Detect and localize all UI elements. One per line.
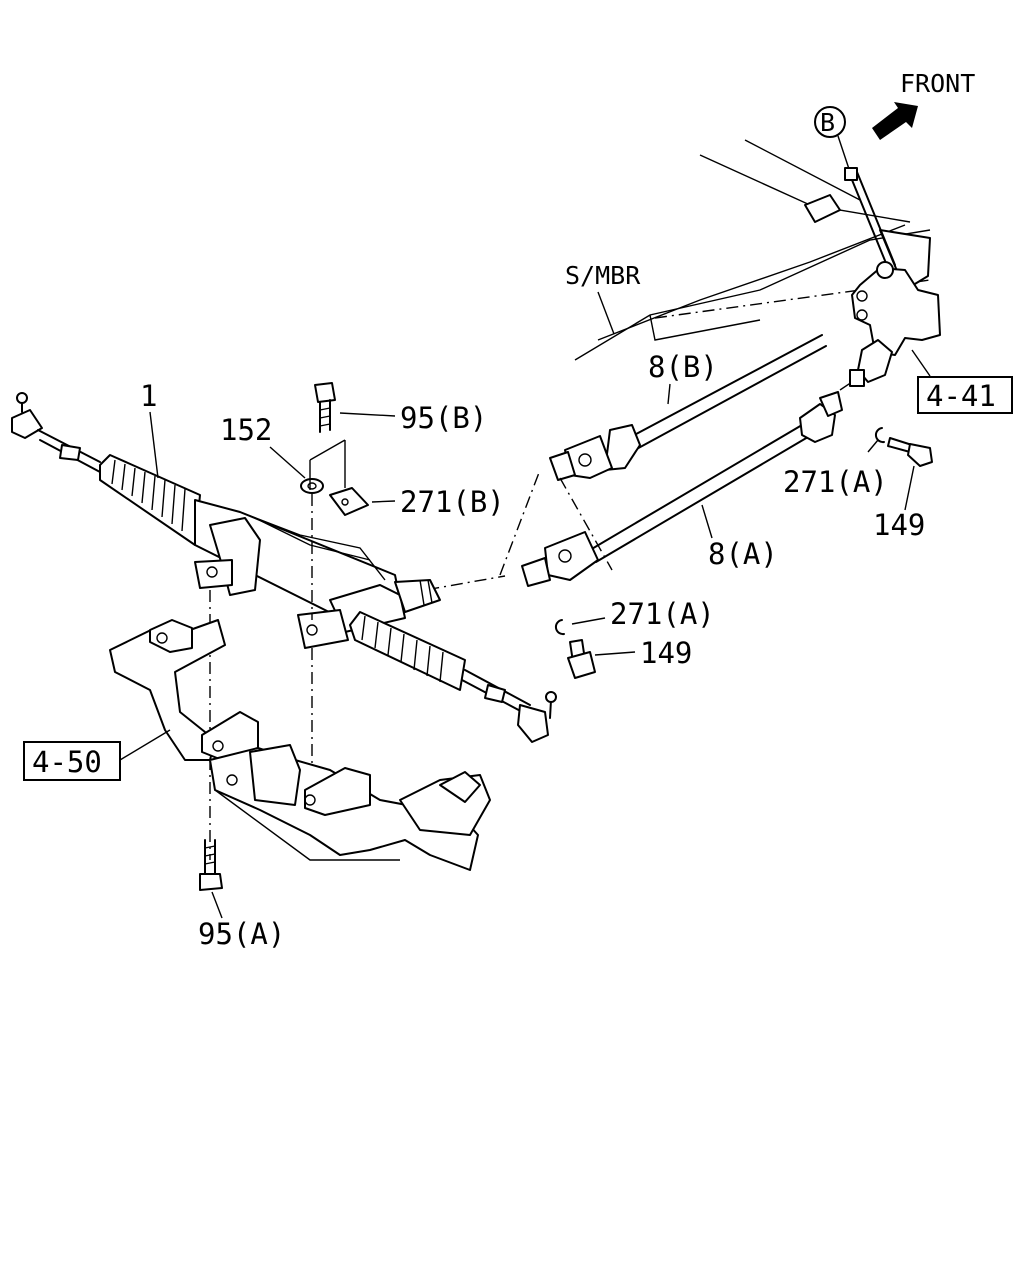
washer-152 xyxy=(300,478,324,494)
member-label: S/MBR xyxy=(565,261,641,290)
callout-clip-a-upper: 271(A) xyxy=(783,465,888,499)
bolt-95a xyxy=(199,839,223,891)
callout-bolt-b: 95(B) xyxy=(400,401,487,435)
intermediate-shaft-b xyxy=(549,334,827,481)
front-arrow-icon xyxy=(872,102,918,140)
bolt-149-lower xyxy=(567,639,596,679)
ref-box-450[interactable] xyxy=(23,741,121,781)
bolt-95b xyxy=(314,382,336,433)
callout-shaft-a: 8(A) xyxy=(708,537,778,571)
intermediate-shaft-a xyxy=(521,391,843,587)
ref-450-label[interactable]: 4-50 xyxy=(32,745,102,779)
callout-clip-a-lower: 271(A) xyxy=(610,597,715,631)
clip-271a-lower xyxy=(554,619,565,636)
steering-gearbox xyxy=(844,167,941,387)
callout-washer: 152 xyxy=(220,413,272,447)
steering-rack-assembly xyxy=(11,392,557,743)
ref-box-441[interactable] xyxy=(917,376,1013,414)
callout-clip-b: 271(B) xyxy=(400,485,505,519)
ref-441-label[interactable]: 4-41 xyxy=(926,379,996,413)
front-label: FRONT xyxy=(900,69,975,98)
callout-bolt-149-upper: 149 xyxy=(873,508,925,542)
callout-shaft-b: 8(B) xyxy=(648,350,718,384)
bolt-149-upper xyxy=(887,437,933,467)
callout-bolt-a: 95(A) xyxy=(198,917,285,951)
crossmember xyxy=(109,619,491,871)
circle-ref-label: B xyxy=(820,108,835,137)
clip-271a-upper xyxy=(874,427,885,444)
callout-bolt-149-lower: 149 xyxy=(640,636,692,670)
callout-rack: 1 xyxy=(140,379,157,413)
clip-271b xyxy=(329,487,369,516)
